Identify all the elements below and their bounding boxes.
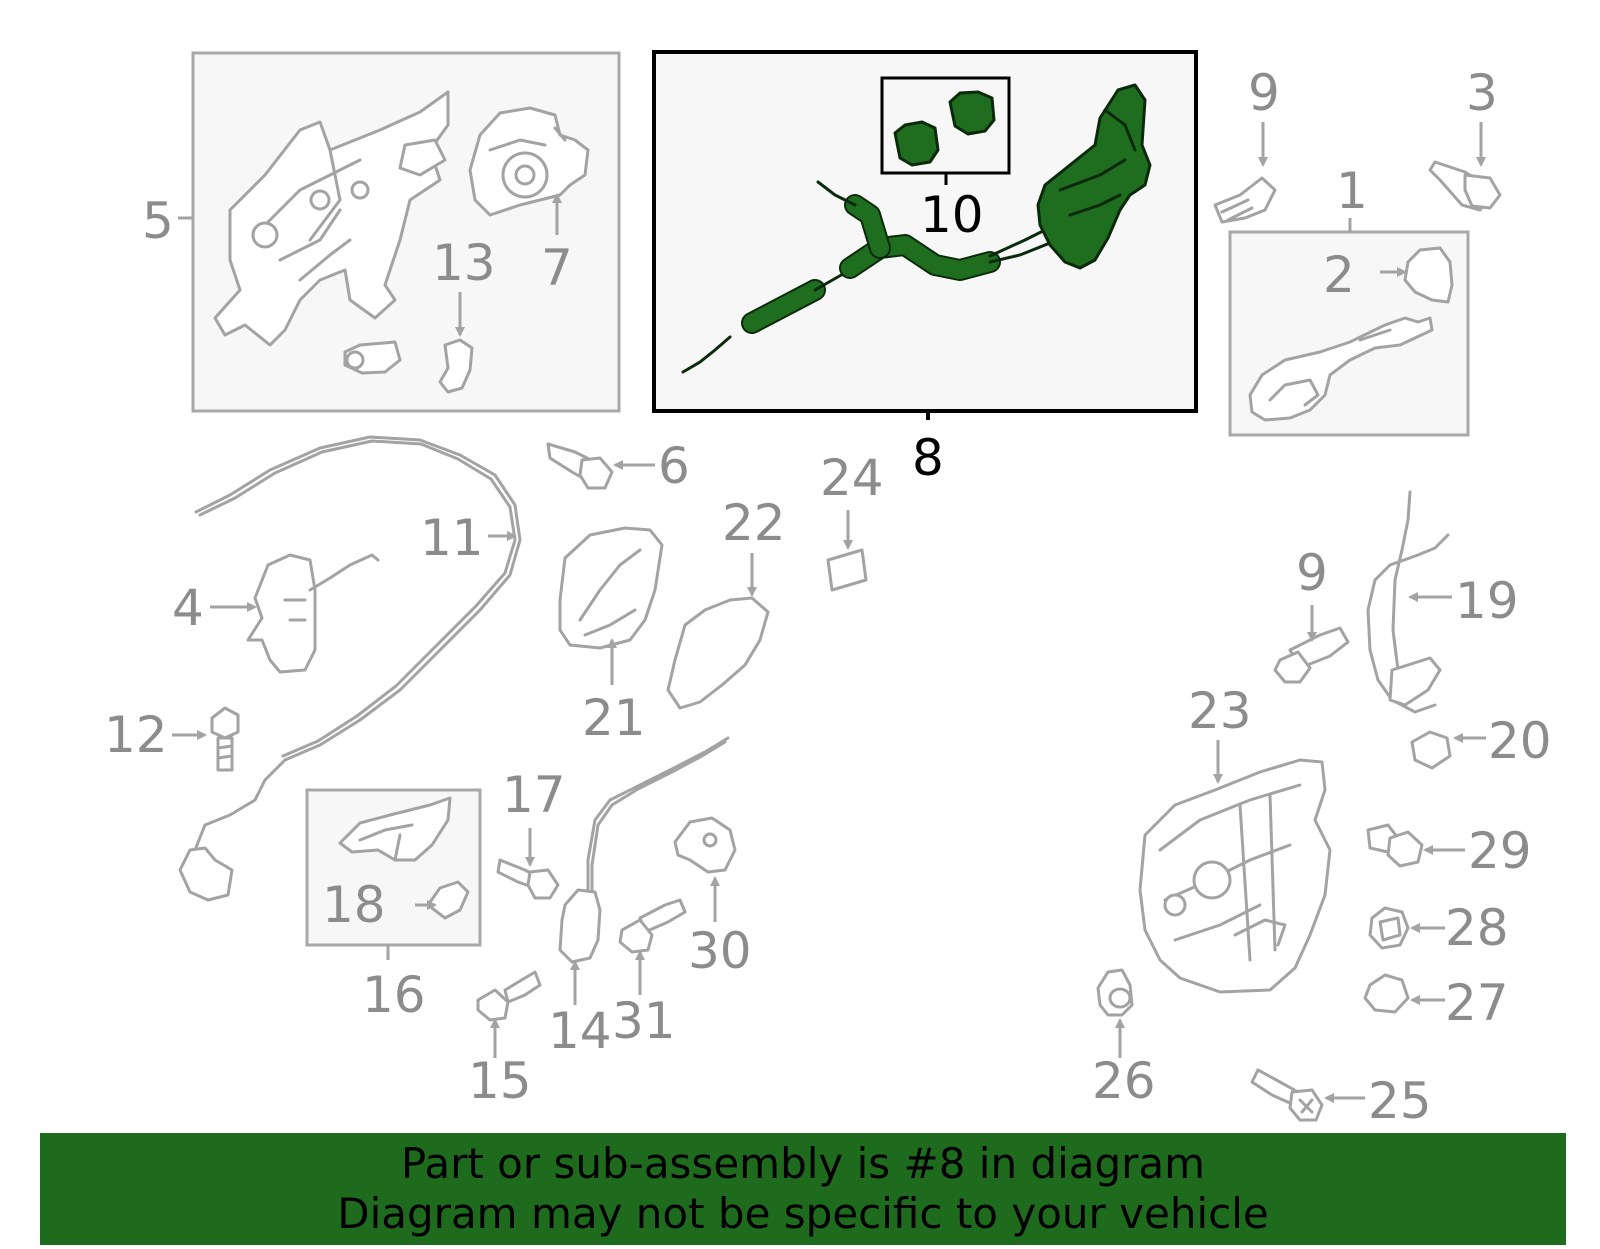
label-16: 16 <box>362 966 426 1024</box>
label-4: 4 <box>172 579 204 637</box>
info-banner: Part or sub-assembly is #8 in diagram Di… <box>40 1133 1566 1245</box>
label-14: 14 <box>548 1002 612 1060</box>
banner-line-1: Part or sub-assembly is #8 in diagram <box>400 1139 1206 1188</box>
bracket-21-part[interactable] <box>558 526 664 650</box>
label-19: 19 <box>1455 572 1519 630</box>
label-27: 27 <box>1445 974 1509 1032</box>
label-12: 12 <box>104 706 168 764</box>
label-13: 13 <box>432 234 496 292</box>
label-11: 11 <box>420 509 484 567</box>
callout-labels: 1 2 3 4 5 6 7 8 9 9 10 11 12 13 14 15 16… <box>104 64 1552 1130</box>
lock-cable-8-part[interactable] <box>681 180 1072 374</box>
handle-cap-2-part[interactable] <box>1403 246 1454 304</box>
label-23: 23 <box>1188 682 1252 740</box>
label-26: 26 <box>1092 1052 1156 1110</box>
label-28: 28 <box>1445 899 1509 957</box>
bolt-9-top-part[interactable] <box>1213 176 1277 224</box>
label-17: 17 <box>502 766 566 824</box>
label-1: 1 <box>1336 162 1368 220</box>
label-20: 20 <box>1488 712 1552 770</box>
label-2: 2 <box>1323 246 1355 304</box>
label-6: 6 <box>658 437 690 495</box>
bolt-12-part[interactable] <box>210 706 240 772</box>
label-9-lower: 9 <box>1296 544 1328 602</box>
screw-25-part[interactable] <box>1250 1068 1324 1122</box>
label-8: 8 <box>912 429 944 487</box>
group-box-8 <box>652 50 1198 420</box>
clip-10-part[interactable] <box>893 90 996 167</box>
cap-26-part[interactable] <box>1096 968 1134 1017</box>
bolt-3-part[interactable] <box>1428 160 1502 212</box>
label-22: 22 <box>722 494 786 552</box>
pad-24-part[interactable] <box>826 548 868 592</box>
outer-handle-1-part[interactable] <box>1248 316 1434 422</box>
door-module-23-part[interactable] <box>1138 758 1332 994</box>
label-15: 15 <box>468 1052 532 1110</box>
bolt-9-lower-part[interactable] <box>1273 626 1350 684</box>
nut-20-part[interactable] <box>1410 730 1452 770</box>
label-29: 29 <box>1468 822 1532 880</box>
cable-14-part[interactable] <box>558 736 730 964</box>
label-7: 7 <box>541 239 573 297</box>
label-31: 31 <box>612 992 676 1050</box>
label-3: 3 <box>1466 64 1498 122</box>
label-10: 10 <box>920 186 984 244</box>
label-18: 18 <box>322 876 386 934</box>
label-5: 5 <box>142 192 174 250</box>
gasket-22-part[interactable] <box>666 596 770 710</box>
clip-29-part[interactable] <box>1366 823 1424 868</box>
label-25: 25 <box>1368 1072 1432 1130</box>
group-box-16 <box>305 788 482 960</box>
grommet-28-part[interactable] <box>1368 906 1410 950</box>
retainer-13-part[interactable] <box>438 338 474 394</box>
bolt-17-part[interactable] <box>496 858 560 900</box>
group-box-5 <box>178 51 621 413</box>
banner-line-2: Diagram may not be specific to your vehi… <box>337 1189 1269 1238</box>
latch-bracket-part[interactable] <box>213 90 450 347</box>
bracket-30-part[interactable] <box>673 816 737 874</box>
label-9-top: 9 <box>1248 64 1280 122</box>
bolt-15-part[interactable] <box>476 970 542 1022</box>
nut-27-part[interactable] <box>1363 973 1410 1014</box>
clip-18-part[interactable] <box>426 880 470 920</box>
label-24: 24 <box>820 449 884 507</box>
latch-rod-4-part[interactable] <box>246 553 380 674</box>
callout-arrows <box>172 122 1486 1103</box>
bolt-31-part[interactable] <box>618 898 687 954</box>
bolt-6-part[interactable] <box>546 442 614 490</box>
rod-19-part[interactable] <box>1366 490 1450 714</box>
group-box-1 <box>1228 218 1470 437</box>
cable-11-part[interactable] <box>178 435 522 902</box>
label-21: 21 <box>582 689 646 747</box>
label-30: 30 <box>688 922 752 980</box>
